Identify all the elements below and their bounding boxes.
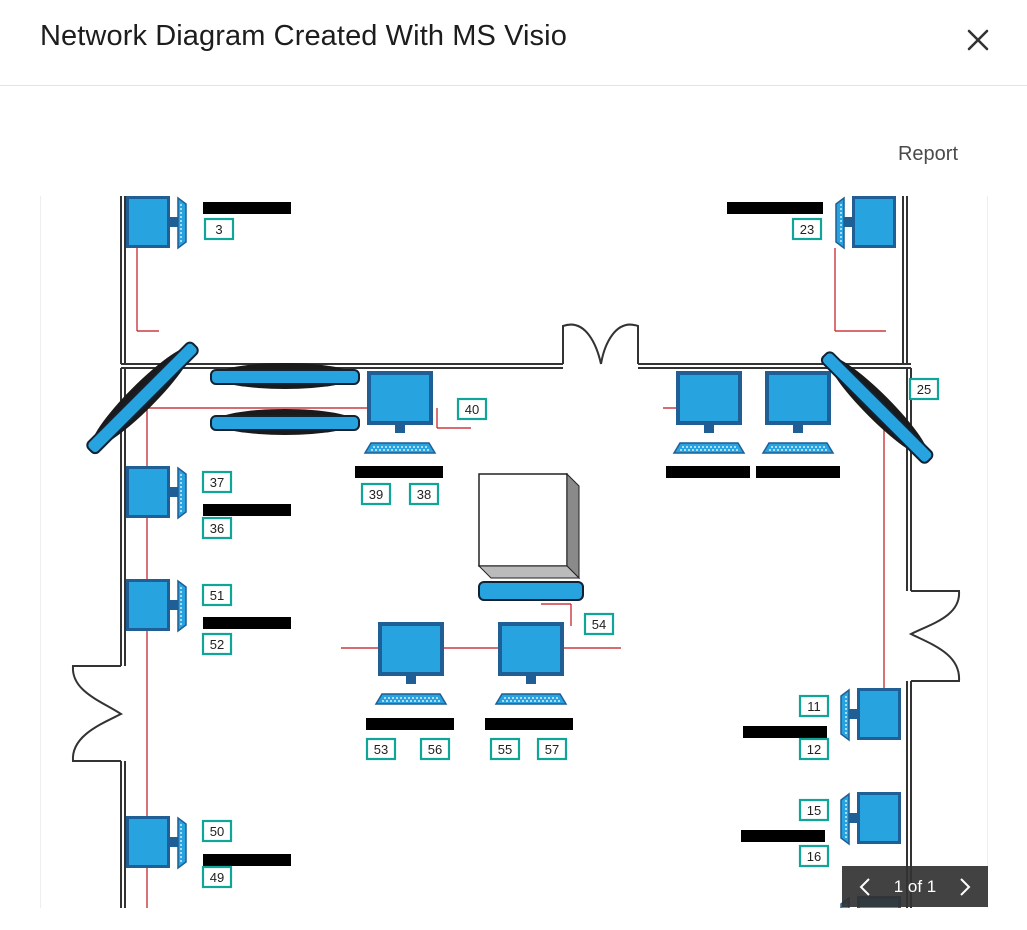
diagram-label-text: 40 bbox=[465, 402, 479, 417]
diagram-label-box: 11 bbox=[798, 694, 830, 718]
diagram-label-text: 39 bbox=[369, 487, 383, 502]
diagram-label-box: 40 bbox=[456, 397, 488, 421]
diagram-label-box: 36 bbox=[201, 516, 233, 540]
diagram-label-box: 23 bbox=[791, 217, 823, 241]
chevron-left-icon bbox=[859, 877, 870, 896]
report-link[interactable]: Report bbox=[897, 143, 958, 165]
diagram-label-box: 39 bbox=[360, 482, 392, 506]
diagram-label-box: 56 bbox=[419, 737, 451, 761]
diagram-label-box: 38 bbox=[408, 482, 440, 506]
diagram-label-box: 37 bbox=[201, 470, 233, 494]
close-icon bbox=[967, 29, 989, 51]
diagram-label-box: 57 bbox=[536, 737, 568, 761]
diagram-label-box: 55 bbox=[489, 737, 521, 761]
diagram-label-text: 12 bbox=[807, 742, 821, 757]
diagram-label-text: 49 bbox=[210, 870, 224, 885]
diagram-label-text: 3 bbox=[215, 222, 222, 237]
diagram-image-viewer: 3 23 25 40 39 38 37 36 51 52 54 53 56 55 57 11 12 15 16 50 4… bbox=[40, 196, 988, 908]
diagram-label-text: 56 bbox=[428, 742, 442, 757]
close-button[interactable] bbox=[960, 22, 996, 58]
image-pager: 1 of 1 bbox=[842, 866, 988, 907]
network-diagram-image: 3 23 25 40 39 38 37 36 51 52 54 53 56 55 57 11 12 15 16 50 4… bbox=[71, 196, 961, 908]
diagram-label-box: 12 bbox=[798, 737, 830, 761]
diagram-label-text: 50 bbox=[210, 824, 224, 839]
network-devices bbox=[79, 196, 941, 908]
diagram-label-text: 36 bbox=[210, 521, 224, 536]
diagram-label-text: 55 bbox=[498, 742, 512, 757]
diagram-label-box: 16 bbox=[798, 844, 830, 868]
page-indicator: 1 of 1 bbox=[893, 876, 937, 896]
diagram-label-text: 16 bbox=[807, 849, 821, 864]
diagram-label-text: 37 bbox=[210, 475, 224, 490]
diagram-label-box: 54 bbox=[583, 612, 615, 636]
diagram-label-box: 3 bbox=[203, 217, 235, 241]
modal-title: Network Diagram Created With MS Visio bbox=[40, 20, 567, 52]
diagram-label-text: 23 bbox=[800, 222, 814, 237]
diagram-labels: 3 23 25 40 39 38 37 36 51 52 54 53 56 55 57 11 12 15 16 50 4… bbox=[201, 217, 940, 889]
diagram-label-box: 52 bbox=[201, 632, 233, 656]
diagram-label-text: 57 bbox=[545, 742, 559, 757]
modal-header: Network Diagram Created With MS Visio bbox=[0, 0, 1027, 86]
diagram-label-box: 51 bbox=[201, 583, 233, 607]
diagram-label-text: 51 bbox=[210, 588, 224, 603]
diagram-label-text: 53 bbox=[374, 742, 388, 757]
diagram-label-text: 38 bbox=[417, 487, 431, 502]
diagram-label-box: 49 bbox=[201, 865, 233, 889]
diagram-label-text: 52 bbox=[210, 637, 224, 652]
diagram-label-box: 53 bbox=[365, 737, 397, 761]
diagram-label-text: 25 bbox=[917, 382, 931, 397]
diagram-label-text: 11 bbox=[807, 699, 821, 714]
diagram-label-box: 50 bbox=[201, 819, 233, 843]
previous-button[interactable] bbox=[854, 873, 876, 901]
diagram-label-box: 15 bbox=[798, 798, 830, 822]
chevron-right-icon bbox=[960, 877, 971, 896]
diagram-label-text: 54 bbox=[592, 617, 606, 632]
diagram-label-text: 15 bbox=[807, 803, 821, 818]
next-button[interactable] bbox=[954, 873, 976, 901]
diagram-label-box: 25 bbox=[908, 377, 940, 401]
redaction-bars bbox=[203, 202, 840, 866]
